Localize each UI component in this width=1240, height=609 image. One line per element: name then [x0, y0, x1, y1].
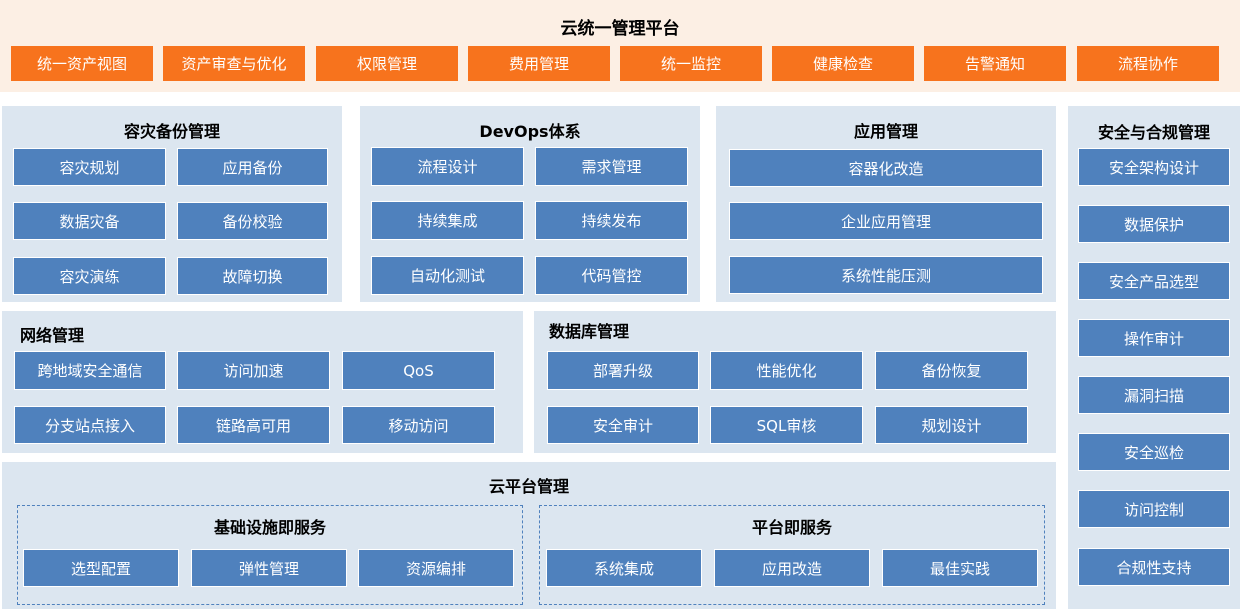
- devops-item-ci[interactable]: 持续集成: [371, 201, 524, 240]
- header-item-cost[interactable]: 费用管理: [468, 46, 610, 81]
- sec-item-product-selection[interactable]: 安全产品选型: [1078, 262, 1230, 300]
- db-item-sql-review[interactable]: SQL审核: [710, 406, 863, 444]
- header-item-workflow[interactable]: 流程协作: [1077, 46, 1219, 81]
- devops-panel: DevOps体系 流程设计 需求管理 持续集成 持续发布 自动化测试 代码管控: [360, 106, 700, 302]
- dr-item-data-backup[interactable]: 数据灾备: [13, 202, 166, 240]
- net-item-branch-access[interactable]: 分支站点接入: [14, 406, 166, 444]
- net-item-mobile-access[interactable]: 移动访问: [342, 406, 495, 444]
- paas-item-integration[interactable]: 系统集成: [546, 549, 702, 587]
- devops-item-cd[interactable]: 持续发布: [535, 201, 688, 240]
- iaas-title: 基础设施即服务: [213, 518, 326, 537]
- app-mgmt-panel: 应用管理 容器化改造 企业应用管理 系统性能压测: [716, 106, 1056, 302]
- app-mgmt-title: 应用管理: [853, 122, 918, 141]
- devops-item-auto-test[interactable]: 自动化测试: [371, 256, 524, 295]
- paas-title: 平台即服务: [751, 518, 832, 537]
- iaas-item-elastic[interactable]: 弹性管理: [191, 549, 347, 587]
- sec-item-vuln-scan[interactable]: 漏洞扫描: [1078, 376, 1230, 414]
- db-item-deploy-upgrade[interactable]: 部署升级: [547, 351, 699, 390]
- security-panel: 安全与合规管理 安全架构设计 数据保护 安全产品选型 操作审计 漏洞扫描 安全巡…: [1068, 106, 1240, 609]
- cloud-platform-panel: 云平台管理 基础设施即服务 选型配置 弹性管理 资源编排 平台即服务 系统集成 …: [2, 462, 1056, 609]
- network-title: 网络管理: [20, 326, 85, 345]
- dr-item-app-backup[interactable]: 应用备份: [177, 148, 328, 186]
- platform-title: 云统一管理平台: [560, 19, 680, 39]
- devops-item-process-design[interactable]: 流程设计: [371, 147, 524, 186]
- disaster-recovery-title: 容灾备份管理: [123, 122, 220, 141]
- security-title: 安全与合规管理: [1097, 123, 1210, 142]
- sec-item-access-control[interactable]: 访问控制: [1078, 490, 1230, 528]
- header-item-asset-review[interactable]: 资产审查与优化: [163, 46, 305, 81]
- db-item-perf-optimize[interactable]: 性能优化: [710, 351, 863, 390]
- header-item-monitoring[interactable]: 统一监控: [620, 46, 762, 81]
- sec-item-inspection[interactable]: 安全巡检: [1078, 433, 1230, 471]
- sec-item-compliance[interactable]: 合规性支持: [1078, 548, 1230, 586]
- net-item-acceleration[interactable]: 访问加速: [177, 351, 330, 390]
- sec-item-operation-audit[interactable]: 操作审计: [1078, 319, 1230, 357]
- app-item-enterprise-app[interactable]: 企业应用管理: [729, 202, 1043, 240]
- net-item-link-ha[interactable]: 链路高可用: [177, 406, 330, 444]
- header-item-health-check[interactable]: 健康检查: [772, 46, 914, 81]
- iaas-item-selection[interactable]: 选型配置: [23, 549, 179, 587]
- network-panel: 网络管理 跨地域安全通信 访问加速 QoS 分支站点接入 链路高可用 移动访问: [2, 311, 523, 453]
- header-item-alert[interactable]: 告警通知: [924, 46, 1066, 81]
- net-item-qos[interactable]: QoS: [342, 351, 495, 390]
- paas-box: 平台即服务: [539, 505, 1045, 605]
- app-item-containerize[interactable]: 容器化改造: [729, 149, 1043, 187]
- cloud-platform-title: 云平台管理: [488, 477, 569, 496]
- net-item-cross-region[interactable]: 跨地域安全通信: [14, 351, 166, 390]
- paas-item-best-practice[interactable]: 最佳实践: [882, 549, 1038, 587]
- disaster-recovery-panel: 容灾备份管理 容灾规划 应用备份 数据灾备 备份校验 容灾演练 故障切换: [2, 106, 342, 302]
- dr-item-drill[interactable]: 容灾演练: [13, 257, 166, 295]
- db-item-planning[interactable]: 规划设计: [875, 406, 1028, 444]
- dr-item-backup-verify[interactable]: 备份校验: [177, 202, 328, 240]
- devops-item-code-control[interactable]: 代码管控: [535, 256, 688, 295]
- iaas-box: 基础设施即服务: [17, 505, 523, 605]
- sec-item-architecture[interactable]: 安全架构设计: [1078, 148, 1230, 186]
- header-item-asset-view[interactable]: 统一资产视图: [11, 46, 153, 81]
- paas-item-app-transform[interactable]: 应用改造: [714, 549, 870, 587]
- app-item-perf-test[interactable]: 系统性能压测: [729, 256, 1043, 294]
- database-title: 数据库管理: [549, 322, 630, 341]
- devops-item-requirements[interactable]: 需求管理: [535, 147, 688, 186]
- dr-item-planning[interactable]: 容灾规划: [13, 148, 166, 186]
- iaas-item-orchestration[interactable]: 资源编排: [358, 549, 514, 587]
- sec-item-data-protection[interactable]: 数据保护: [1078, 205, 1230, 243]
- database-panel: 数据库管理 部署升级 性能优化 备份恢复 安全审计 SQL审核 规划设计: [534, 311, 1056, 453]
- devops-title: DevOps体系: [479, 122, 581, 141]
- db-item-backup-restore[interactable]: 备份恢复: [875, 351, 1028, 390]
- header-item-permission[interactable]: 权限管理: [316, 46, 458, 81]
- dr-item-failover[interactable]: 故障切换: [177, 257, 328, 295]
- db-item-security-audit[interactable]: 安全审计: [547, 406, 699, 444]
